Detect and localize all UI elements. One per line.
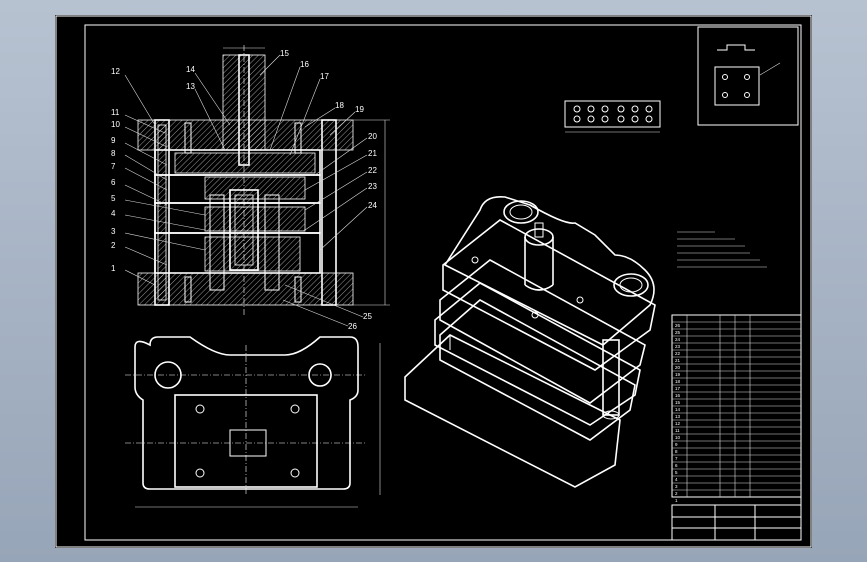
section-view xyxy=(137,45,390,315)
bom-no-13: 13 xyxy=(675,414,681,419)
bom-no-9: 9 xyxy=(675,442,678,447)
bom-no-6: 6 xyxy=(675,463,678,468)
bom-no-11: 11 xyxy=(675,428,680,433)
drawing-sheet: 12 11 10 9 8 7 6 5 4 3 2 1 14 13 15 16 1… xyxy=(55,15,812,548)
bom-no-26: 26 xyxy=(675,323,681,328)
bom-no-14: 14 xyxy=(675,407,681,412)
bom-no-18: 18 xyxy=(675,379,681,384)
bom-no-25: 25 xyxy=(675,330,681,335)
part-label-9: 9 xyxy=(111,136,116,145)
isometric-die-view xyxy=(404,195,656,488)
part-label-22: 22 xyxy=(368,166,377,175)
outer-frame xyxy=(55,15,812,548)
right-part-callouts xyxy=(282,137,368,327)
part-label-4: 4 xyxy=(111,209,116,218)
part-label-17: 17 xyxy=(320,72,329,81)
part-label-26: 26 xyxy=(348,322,357,331)
bill-of-materials xyxy=(671,314,802,498)
part-label-15: 15 xyxy=(280,49,289,58)
bom-no-23: 23 xyxy=(675,344,681,349)
bom-no-10: 10 xyxy=(675,435,681,440)
part-label-13: 13 xyxy=(186,82,195,91)
bom-no-22: 22 xyxy=(675,351,681,356)
workpiece-view xyxy=(697,26,799,126)
part-label-25: 25 xyxy=(363,312,372,321)
part-label-21: 21 xyxy=(368,149,377,158)
part-label-18: 18 xyxy=(335,101,344,110)
part-label-19: 19 xyxy=(355,105,364,114)
technical-notes xyxy=(677,231,767,268)
part-label-16: 16 xyxy=(300,60,309,69)
bom-no-20: 20 xyxy=(675,365,681,370)
bom-no-8: 8 xyxy=(675,449,678,454)
part-label-10: 10 xyxy=(111,120,120,129)
lower-die-plate xyxy=(137,272,354,306)
bom-no-24: 24 xyxy=(675,337,681,342)
bom-no-16: 16 xyxy=(675,393,681,398)
part-label-2: 2 xyxy=(111,241,116,250)
inner-frame xyxy=(84,24,802,541)
part-label-12: 12 xyxy=(111,67,120,76)
strip-layout-detail xyxy=(564,100,661,133)
bom-no-15: 15 xyxy=(675,400,681,405)
part-label-7: 7 xyxy=(111,162,116,171)
left-part-labels: 12 11 10 9 8 7 6 5 4 3 2 1 xyxy=(111,67,120,273)
part-label-14: 14 xyxy=(186,65,195,74)
bom-no-19: 19 xyxy=(675,372,681,377)
bom-no-5: 5 xyxy=(675,470,678,475)
bom-no-3: 3 xyxy=(675,484,678,489)
bom-no-7: 7 xyxy=(675,456,678,461)
part-label-20: 20 xyxy=(368,132,377,141)
part-label-24: 24 xyxy=(368,201,377,210)
part-label-6: 6 xyxy=(111,178,116,187)
die-assembly-drawing: 12 11 10 9 8 7 6 5 4 3 2 1 14 13 15 16 1… xyxy=(55,15,812,548)
part-label-11: 11 xyxy=(111,108,120,117)
bom-number-column: 26 25 24 23 22 21 20 19 18 17 16 15 14 1… xyxy=(675,323,681,503)
bom-no-2: 2 xyxy=(675,491,678,496)
part-label-5: 5 xyxy=(111,194,116,203)
bom-no-1: 1 xyxy=(675,498,678,503)
part-label-1: 1 xyxy=(111,264,116,273)
part-label-23: 23 xyxy=(368,182,377,191)
bom-no-17: 17 xyxy=(675,386,681,391)
right-part-labels: 20 21 22 23 24 25 26 xyxy=(348,132,377,331)
part-label-3: 3 xyxy=(111,227,116,236)
top-part-labels: 14 13 15 16 17 18 19 xyxy=(186,49,364,114)
title-block xyxy=(671,504,802,541)
plan-view xyxy=(125,336,381,508)
top-part-callouts xyxy=(194,54,356,156)
bom-no-21: 21 xyxy=(675,358,681,363)
left-part-callouts xyxy=(124,74,206,286)
bom-no-4: 4 xyxy=(675,477,678,482)
part-label-8: 8 xyxy=(111,149,116,158)
bom-no-12: 12 xyxy=(675,421,681,426)
